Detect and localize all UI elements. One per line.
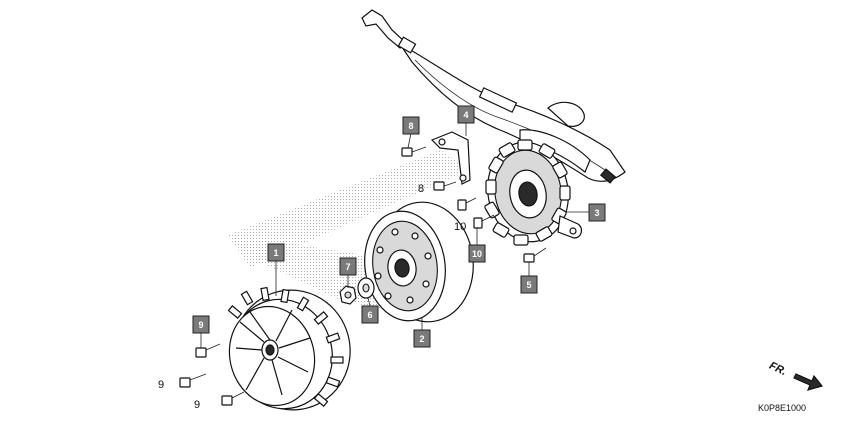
label-bolt-9-lower: 9 [194, 399, 200, 411]
svg-text:7: 7 [345, 262, 350, 272]
svg-text:9: 9 [198, 320, 203, 330]
stator-coil [484, 139, 583, 246]
svg-text:4: 4 [463, 110, 468, 120]
svg-text:2: 2 [419, 334, 424, 344]
svg-text:5: 5 [526, 280, 531, 290]
bolt-8-lower [433, 181, 457, 191]
svg-text:6: 6 [367, 310, 372, 320]
bolt-10-upper [457, 197, 477, 211]
callout-3: 3 [588, 203, 606, 222]
pulse-generator-bracket [430, 131, 471, 185]
flange-nut [339, 285, 357, 305]
callout-8: 8 [402, 116, 420, 135]
stator-poles [484, 139, 571, 246]
svg-text:10: 10 [472, 249, 482, 259]
bolt-8-upper [401, 146, 427, 157]
bolt-9-lower [221, 391, 245, 406]
bolt-9-middle [179, 373, 207, 388]
svg-text:8: 8 [408, 121, 413, 131]
label-bolt-10: 10 [454, 221, 466, 233]
fan-fins [227, 286, 344, 408]
callout-6: 6 [361, 305, 379, 324]
front-direction-arrow: FR. [767, 360, 824, 391]
label-bolt-8: 8 [418, 183, 424, 195]
label-bolt-9-middle: 9 [158, 379, 164, 391]
flywheel-holes [374, 228, 432, 304]
callout-9: 9 [192, 315, 210, 334]
bolt-10-lower [473, 214, 495, 229]
svg-text:1: 1 [273, 248, 278, 258]
callout-2: 2 [413, 329, 431, 348]
wire-harness [361, 9, 626, 184]
shading-band-upper [228, 150, 470, 268]
screw-5 [523, 247, 547, 263]
fan-blades [235, 309, 311, 396]
cooling-fan [227, 286, 351, 411]
callout-4: 4 [457, 105, 475, 124]
diagram-code: K0P8E1000 [758, 403, 806, 413]
bolt-9-upper [195, 343, 221, 358]
callout-5: 5 [520, 275, 538, 294]
flywheel [364, 201, 474, 323]
callout-10: 10 [468, 244, 486, 263]
callout-7: 7 [339, 257, 357, 276]
callout-1: 1 [267, 243, 285, 262]
svg-text:3: 3 [594, 208, 599, 218]
svg-text:FR.: FR. [767, 360, 788, 378]
